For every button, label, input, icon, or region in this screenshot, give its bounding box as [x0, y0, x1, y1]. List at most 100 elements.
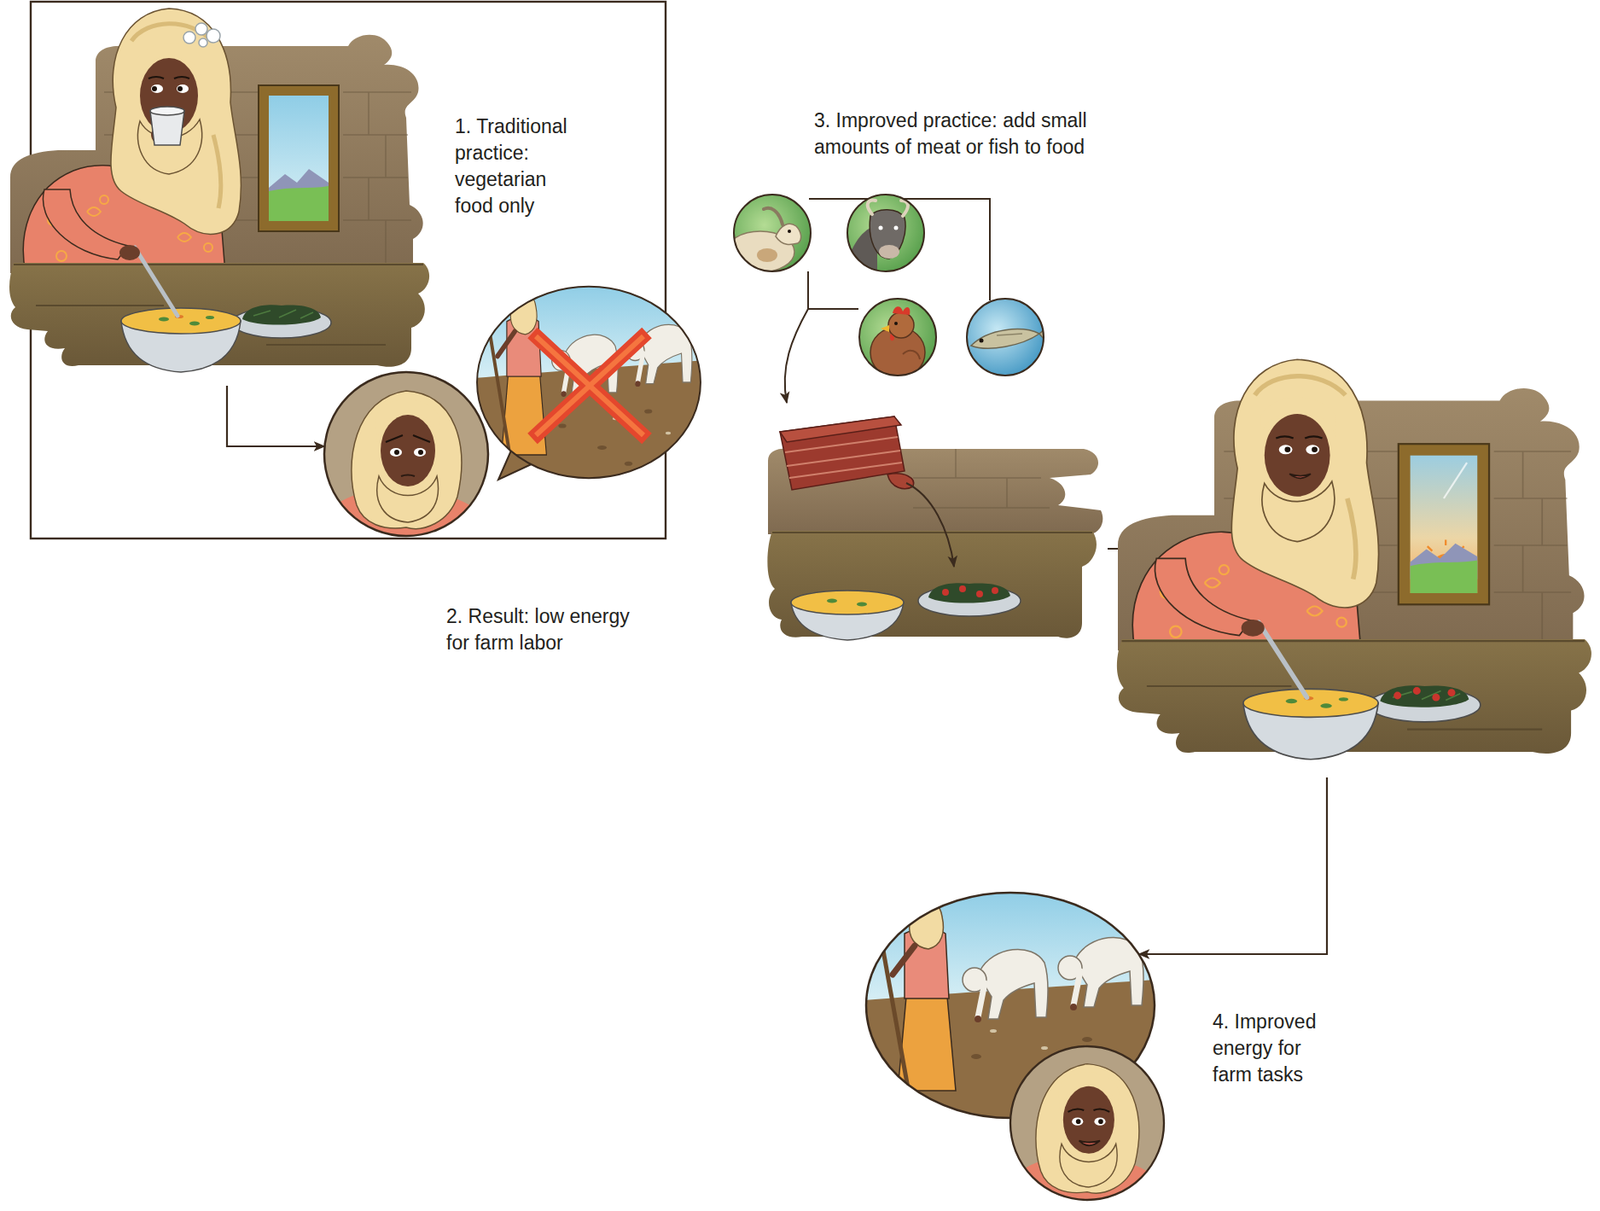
meat-counter-part	[991, 587, 999, 594]
improved-meal-scene-part-part	[1409, 454, 1478, 594]
improved-meal-scene-part	[1117, 359, 1592, 760]
speech-bubble-part	[532, 332, 647, 439]
cow-icon-part-part	[867, 200, 908, 216]
practice-panel: 3. Improved practice: add small amounts …	[733, 107, 1595, 778]
speech-bubble-part-part-part	[476, 284, 702, 481]
cow-icon-part-part	[878, 226, 884, 231]
cow-icon-part-part	[869, 209, 906, 259]
meal-scene-part	[183, 23, 221, 47]
fish-icon-part-part	[1039, 323, 1052, 346]
sad-face	[320, 368, 492, 540]
goat-icon-part	[726, 193, 812, 273]
meat-counter-part	[887, 473, 914, 489]
fish-icon-part-part	[971, 329, 1040, 349]
speech-bubble-part	[535, 336, 644, 436]
chicken-icon-part-part	[890, 333, 895, 341]
sad-face-part-part	[401, 475, 415, 478]
goat-icon-part	[733, 194, 811, 272]
meat-counter-part	[785, 436, 902, 478]
improved-meal-scene-part	[1275, 436, 1322, 438]
sad-face-part-part	[320, 368, 492, 540]
fish-icon	[965, 297, 1052, 377]
happy-face-part	[1010, 1046, 1164, 1200]
improved-meal-scene-part-part	[1443, 462, 1467, 499]
cow-icon-part	[847, 194, 925, 272]
fish-icon-part-part	[965, 297, 1045, 377]
goat-icon-part-part	[787, 229, 792, 233]
meat-counter-part	[928, 582, 1011, 603]
goat-icon	[726, 193, 812, 273]
meat-counter-part	[856, 602, 867, 607]
meat-counter	[767, 416, 1148, 640]
meal-scene-part-part	[268, 186, 329, 222]
fish-icon-part-part	[996, 333, 1023, 336]
fish-icon-part	[965, 297, 1052, 377]
meal-scene-node: 1. Traditional practice: vegetarian food…	[10, 6, 424, 386]
chicken-icon-part-part	[880, 325, 890, 332]
improved-meal-scene-part	[1447, 688, 1455, 697]
meal-scene-part	[268, 95, 329, 222]
improved-meal-scene-part	[1393, 692, 1402, 700]
improved-meal-scene	[1117, 359, 1592, 760]
improved-meal-scene-part	[1413, 686, 1421, 695]
cow-icon-part	[846, 193, 926, 276]
result-circle: 2. Result: low energy for farm labor	[324, 372, 489, 536]
meal-scene-part-part	[198, 38, 208, 47]
meat-counter-part	[779, 416, 905, 490]
chicken-icon-part-part	[902, 350, 920, 360]
improved-meal-scene-part	[1284, 447, 1291, 454]
improved-meal-scene-part	[1311, 447, 1318, 454]
happy-face-part-part	[1006, 1042, 1168, 1204]
source-brackets-part	[808, 271, 859, 309]
meal-scene-part	[151, 86, 158, 92]
flow-arrow	[226, 385, 325, 447]
chicken-icon-part-part	[892, 306, 910, 315]
fish-icon-part-part	[979, 338, 984, 344]
meal-scene-part	[177, 86, 183, 92]
improved-meal-scene-part	[1279, 444, 1293, 454]
chicken-icon	[858, 297, 937, 379]
meal-scene-part-part	[195, 23, 208, 35]
meal-scene-part-part	[183, 31, 196, 44]
meal-scene-part	[151, 84, 163, 94]
meal-scene-part	[148, 76, 190, 79]
flow-arrow	[1139, 777, 1327, 955]
happy-face-part-part	[1068, 1109, 1111, 1112]
improved-meal-scene-part-part	[1409, 560, 1478, 594]
improved-meal-scene-part	[1305, 444, 1320, 454]
goat-icon-part-part	[756, 248, 778, 262]
meat-counter-part	[791, 590, 904, 615]
happy-face	[1006, 1042, 1168, 1204]
cow-icon-part-part	[846, 193, 926, 273]
fish-icon-part	[966, 298, 1044, 376]
meal-scene-part	[150, 110, 185, 146]
meal-scene-part-part	[268, 95, 329, 222]
meal-scene-part	[176, 84, 189, 94]
meal-scene-part	[150, 106, 185, 116]
cow-icon-part-part	[878, 244, 900, 259]
source-brackets-part	[785, 308, 809, 403]
goat-icon-part-part	[775, 223, 802, 245]
meal-scene-part-part	[206, 29, 221, 43]
cow-icon	[846, 193, 926, 276]
improved-meal-scene-part	[1409, 454, 1478, 594]
speech-bubble-part-part	[476, 284, 702, 481]
farm-bubble: 4. Improved energy for farm tasks	[866, 892, 1155, 1118]
sad-face-part	[324, 372, 489, 536]
source-brackets-part	[808, 198, 990, 301]
meat-counter-part	[976, 590, 984, 598]
goat-icon-part-part	[763, 208, 783, 225]
meal-scene-part	[9, 8, 430, 373]
step-label: 1. Traditional practice: vegetarian food…	[454, 113, 583, 220]
speech-bubble	[476, 284, 702, 481]
meat-counter-part	[826, 599, 838, 604]
chicken-icon-part-part	[888, 312, 914, 338]
improved-meal-scene-part	[1289, 473, 1311, 478]
step-label: 4. Improved energy for farm tasks	[1212, 1008, 1324, 1088]
meal-scene	[9, 8, 430, 373]
meat-counter-part	[959, 585, 966, 593]
improved-meal-scene-part	[1431, 693, 1440, 702]
